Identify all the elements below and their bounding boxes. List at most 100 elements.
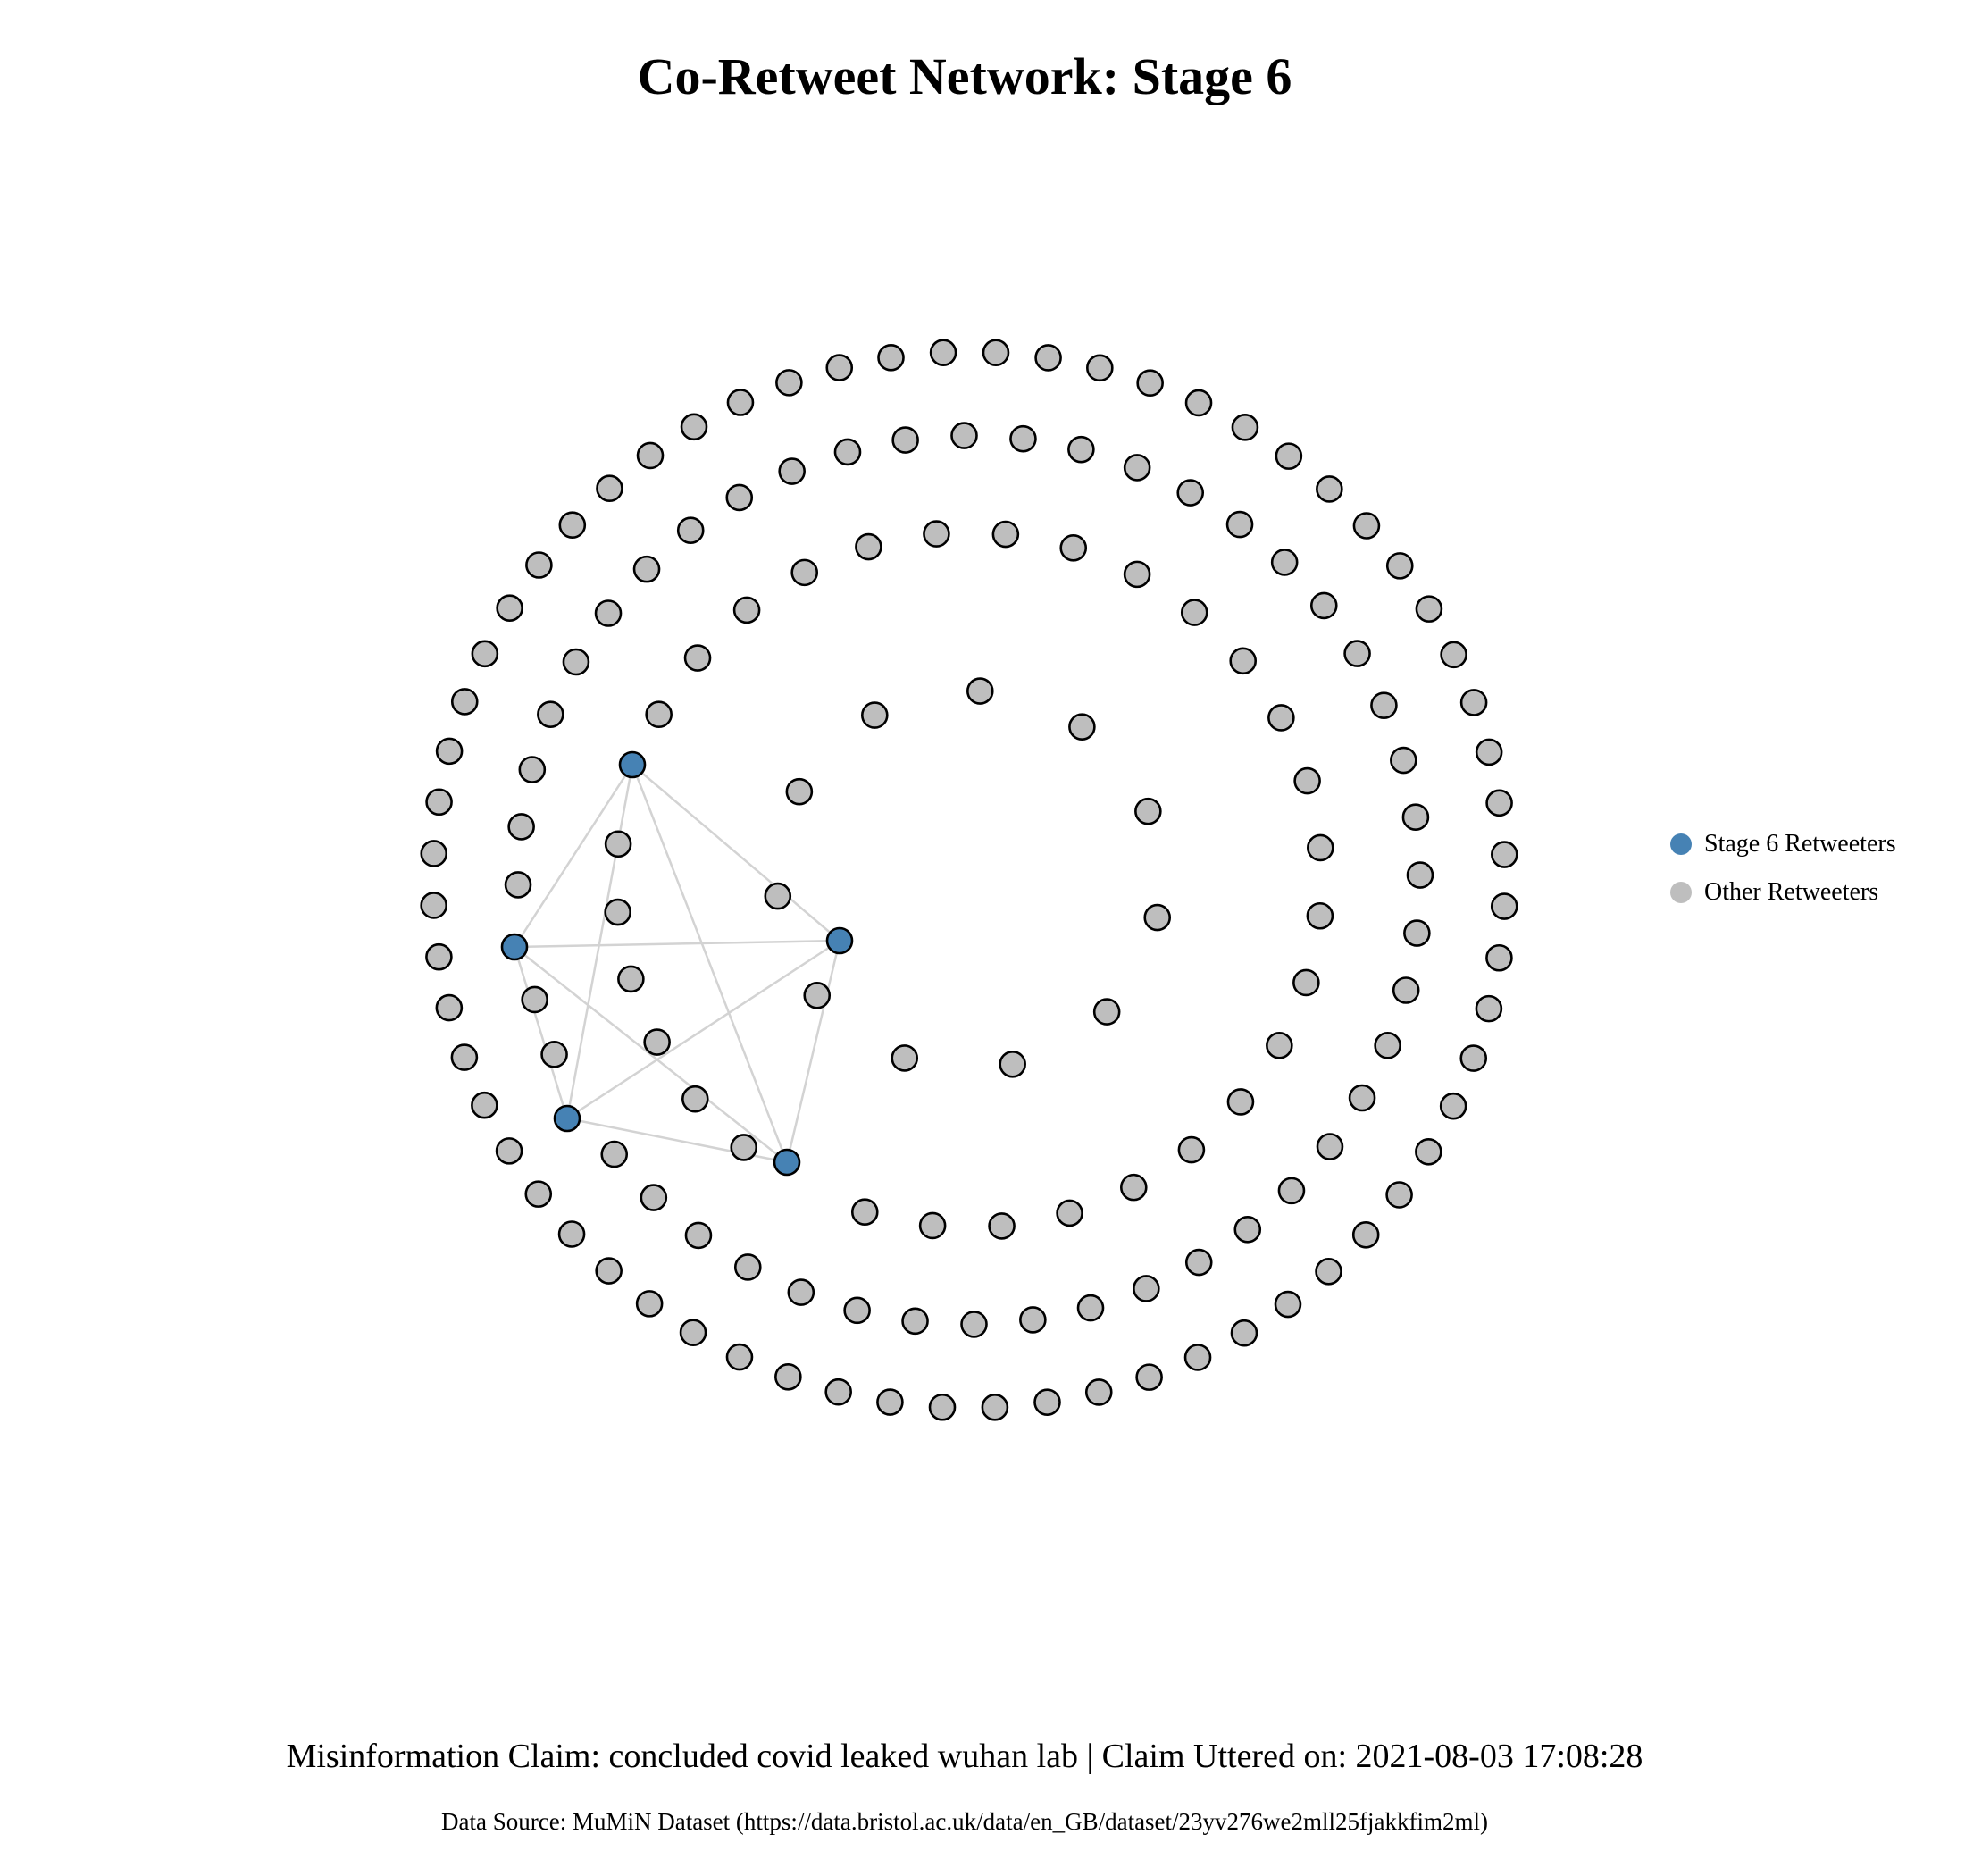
other-retweeter-node [1491,841,1518,868]
stage6-retweeter-node [773,1148,801,1177]
other-retweeter-node [981,1394,1009,1421]
other-retweeter-node [787,1278,815,1306]
other-retweeter-node [1370,691,1398,719]
other-retweeter-node [982,339,1010,367]
network-edge [514,939,840,949]
other-retweeter-node [1292,968,1320,997]
other-retweeter-node [1177,1135,1206,1164]
other-retweeter-node [918,1211,947,1240]
network-edge [631,764,789,1163]
other-retweeter-node [1266,1031,1293,1059]
network-edge [631,764,840,942]
other-retweeter-node [420,840,448,867]
other-retweeter-node [1415,1137,1442,1166]
other-retweeter-node [1084,1378,1113,1406]
other-retweeter-node [1270,549,1299,576]
other-retweeter-node [1392,976,1420,1004]
other-retweeter-node [1475,738,1503,766]
data-source-note: Data Source: MuMiN Dataset (https://data… [441,1808,1488,1835]
legend: Stage 6 Retweeters Other Retweeters [1670,820,1896,917]
other-retweeter-node [679,1319,707,1346]
other-retweeter-node [537,700,564,728]
other-retweeter-node [1019,1306,1047,1334]
other-retweeter-node [1143,903,1172,932]
other-retweeter-node [595,1257,623,1285]
other-retweeter-node [1385,1181,1413,1209]
claim-caption: Misinformation Claim: concluded covid le… [286,1738,1643,1775]
other-retweeter-node [1490,892,1518,920]
other-retweeter-node [1033,1388,1061,1416]
other-retweeter-node [1406,861,1434,889]
other-retweeter-node [635,1290,664,1318]
other-retweeter-node [596,474,623,503]
other-retweeter-node [1136,369,1164,398]
other-retweeter-node [1092,998,1121,1026]
other-retweeter-node [1233,1216,1262,1244]
other-retweeter-node [562,648,590,676]
other-retweeter-node [471,640,499,668]
legend-item-other: Other Retweeters [1670,868,1896,917]
other-retweeter-node [1390,746,1417,775]
other-retweeter-node [774,1362,802,1391]
other-retweeter-node [521,985,548,1014]
other-retweeter-node [1306,901,1334,930]
network-edge [513,946,569,1119]
other-retweeter-node [1267,704,1295,732]
other-retweeter-node [1184,1248,1213,1277]
other-retweeter-node [1009,424,1037,453]
other-retweeter-node [1274,1290,1302,1319]
other-retweeter-node [683,644,712,672]
network-edge [565,764,634,1119]
other-retweeter-node [425,942,453,971]
other-retweeter-node [1351,1220,1380,1249]
other-retweeter-node [504,871,532,899]
chart-title: Co-Retweet Network: Stage 6 [637,47,1292,105]
other-retweeter-node [1226,1088,1255,1116]
other-retweeter-node [929,339,957,366]
other-retweeter-node [923,520,950,548]
other-retweeter-node [790,558,819,587]
other-retweeter-node [991,520,1020,549]
other-retweeter-node [435,993,464,1022]
other-retweeter-node [604,898,631,926]
network-edge [514,946,788,1163]
other-retweeter-node [1403,919,1431,947]
other-retweeter-node [1068,713,1096,741]
other-retweeter-node [1459,689,1488,716]
other-retweeter-node [645,700,673,729]
other-retweeter-node [850,1198,879,1226]
other-retweeter-node [1056,1199,1083,1227]
other-retweeter-node [435,737,464,766]
other-retweeter-node [764,882,792,910]
stage6-retweeter-node [553,1104,581,1133]
stage6-retweeter-node [618,750,647,779]
other-retweeter-node [1076,1294,1105,1322]
other-retweeter-node [518,756,547,783]
other-retweeter-node [640,1184,668,1211]
other-retweeter-node [1307,833,1334,862]
other-retweeter-node [681,1085,709,1113]
stage6-retweeter-node [825,926,854,955]
other-retweeter-node [1123,560,1151,589]
other-retweeter-node [558,511,587,540]
other-retweeter-node [775,369,803,397]
other-retweeter-node [1475,994,1503,1023]
other-retweeter-node [1176,479,1205,507]
other-retweeter-node [1183,1344,1212,1371]
other-retweeter-node [843,1296,871,1325]
other-retweeter-node [928,1393,957,1421]
other-retweeter-node [450,1043,479,1071]
legend-swatch-other [1670,882,1692,903]
other-retweeter-node [676,516,705,544]
other-retweeter-node [420,892,447,919]
other-retweeter-node [1231,414,1259,441]
other-retweeter-node [1059,534,1088,562]
network-edge [566,939,840,1120]
other-retweeter-node [824,1378,852,1406]
other-retweeter-node [733,1253,762,1281]
other-retweeter-node [1315,1257,1342,1286]
other-retweeter-node [999,1050,1026,1078]
other-retweeter-node [1374,1032,1401,1059]
other-retweeter-node [495,1137,523,1165]
other-retweeter-node [901,1307,929,1336]
